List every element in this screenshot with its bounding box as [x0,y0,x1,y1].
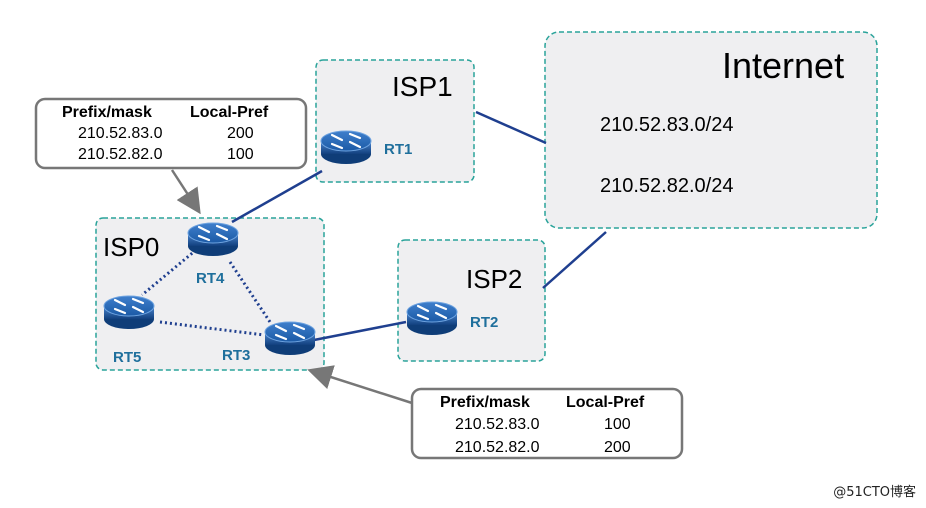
route-table-rt3: Prefix/mask Local-Pref 210.52.83.0 100 2… [410,387,684,460]
router-rt5 [102,294,156,331]
router-rt3 [263,320,317,357]
table-rt3-header-localpref: Local-Pref [566,394,645,411]
link-rt4-rt5 [141,248,197,297]
zone-label-isp0: ISP0 [103,232,159,262]
table-rt4-header-prefix: Prefix/mask [62,104,152,121]
table-rt4-row2-prefix: 210.52.82.0 [78,146,163,163]
table-rt4-row1-prefix: 210.52.83.0 [78,125,163,142]
table-rt3-row1-localpref: 100 [604,416,631,433]
table-rt4-row2-localpref: 100 [227,146,254,163]
table-rt3-header-prefix: Prefix/mask [440,394,530,411]
link-rt4-rt1 [231,169,323,224]
table-rt3-row2-localpref: 200 [604,439,631,456]
watermark: @51CTO博客 [833,485,916,500]
zone-label-isp2: ISP2 [466,264,522,294]
router-rt2 [405,300,459,337]
zone-label-internet: Internet [722,45,844,86]
zone-isp2 [397,239,546,362]
callout-arrow-rt4 [170,169,201,215]
table-rt3-row2-prefix: 210.52.82.0 [455,439,540,456]
router-label-rt4: RT4 [196,270,225,287]
router-rt4 [186,221,240,258]
table-rt3-row1-prefix: 210.52.83.0 [455,416,540,433]
zone-internet [544,31,878,229]
router-label-rt2: RT2 [470,314,498,331]
table-rt4-row1-localpref: 200 [227,125,254,142]
internet-prefix-2: 210.52.82.0/24 [600,175,733,197]
link-isp2-internet [542,231,607,289]
link-rt4-rt3 [228,261,272,323]
router-rt1 [319,129,373,166]
internet-prefix-1: 210.52.83.0/24 [600,114,733,136]
table-rt4-header-localpref: Local-Pref [190,104,269,121]
link-rt3-rt2 [313,320,407,342]
zone-label-isp1: ISP1 [392,71,453,102]
link-rt1-internet [475,110,547,145]
callout-arrow-rt3 [307,365,413,405]
router-label-rt3: RT3 [222,347,250,364]
router-label-rt1: RT1 [384,141,412,158]
route-table-rt4: Prefix/mask Local-Pref 210.52.83.0 200 2… [34,97,308,170]
router-label-rt5: RT5 [113,349,141,366]
